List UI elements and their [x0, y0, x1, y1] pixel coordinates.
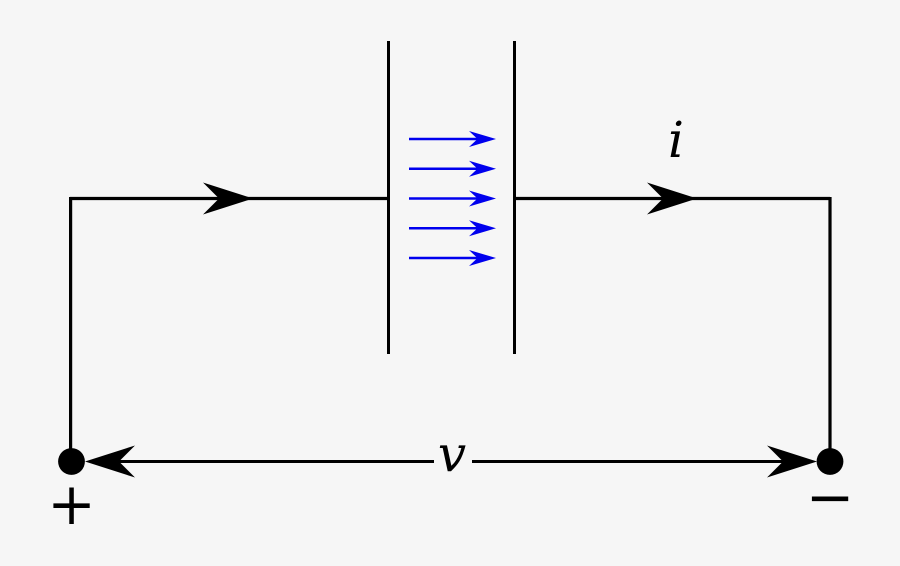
negative-sign-label: − — [806, 463, 855, 531]
current-arrowhead-right — [647, 182, 697, 215]
terminal-dot-positive — [58, 448, 85, 475]
field-arrow-head — [469, 160, 496, 177]
current-label: i — [668, 111, 684, 169]
field-arrow-head — [469, 220, 496, 237]
field-arrows — [409, 131, 496, 266]
terminal-dot-negative — [816, 448, 844, 475]
field-arrow-head — [469, 250, 496, 266]
voltage-arrowhead-left — [85, 445, 135, 478]
field-arrow-head — [469, 190, 496, 207]
current-arrowhead-left — [203, 182, 253, 215]
positive-sign-label: + — [47, 470, 96, 538]
voltage-label: v — [438, 425, 466, 483]
voltage-arrowhead-right — [767, 445, 817, 478]
field-arrow-head — [469, 131, 496, 147]
